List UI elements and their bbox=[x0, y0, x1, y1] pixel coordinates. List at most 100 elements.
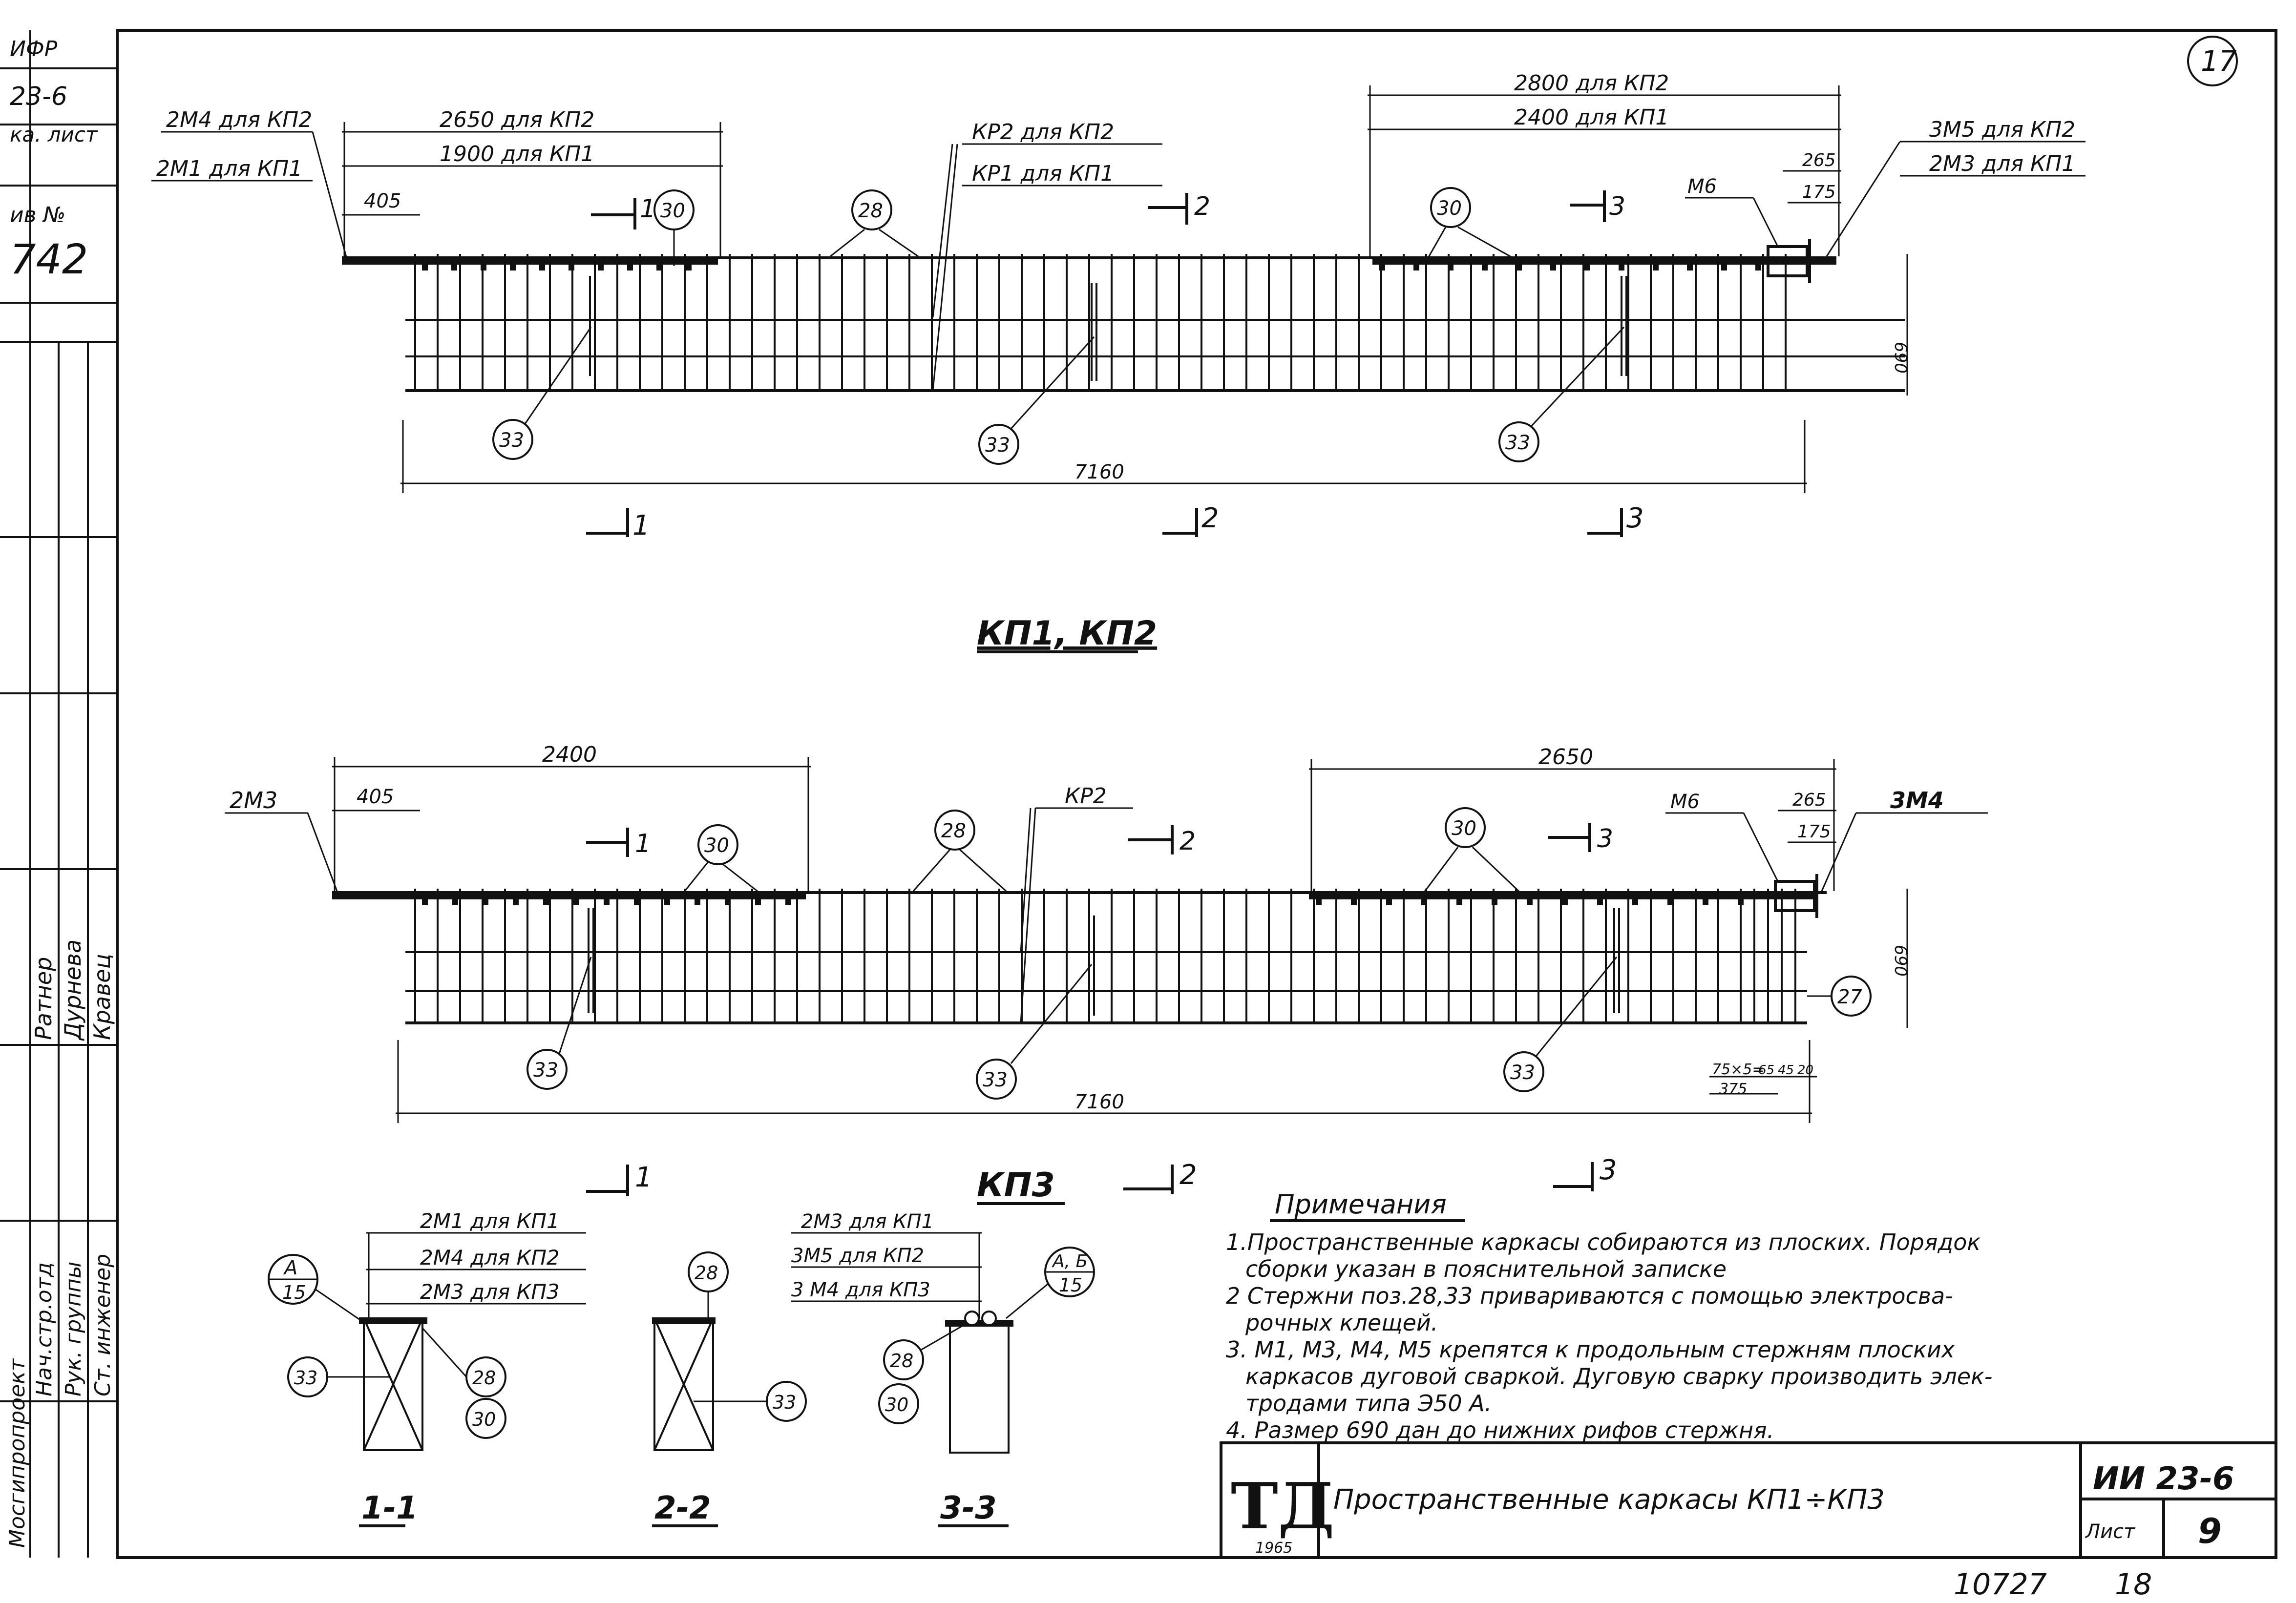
kp12-label-mid-b: КР1 для КП1 bbox=[972, 161, 1114, 186]
kp3-bubble-33-mid bbox=[976, 1059, 1017, 1100]
kp3-leader bbox=[558, 957, 592, 1054]
kp12-cut-2-top: 2 bbox=[1194, 192, 1210, 221]
stamp-cut-4: ив № bbox=[10, 203, 65, 228]
kp12-title: КП1, КП2 bbox=[977, 614, 1157, 653]
s22-bubble-33-text: 33 bbox=[773, 1392, 796, 1413]
kp12-leader bbox=[1752, 197, 1779, 247]
weld-tick bbox=[1687, 264, 1693, 271]
s33-rod-a bbox=[964, 1311, 980, 1326]
kp12-dim-right-a: 2800 для КП2 bbox=[1514, 71, 1669, 96]
kp3-leader bbox=[1535, 957, 1618, 1057]
s11-bubble-28-text: 28 bbox=[472, 1367, 496, 1389]
weld-tick bbox=[725, 898, 731, 905]
kp12-dim-right-b: 2400 для КП1 bbox=[1514, 105, 1669, 130]
kp3-label-m6: М6 bbox=[1670, 791, 1700, 813]
weld-tick bbox=[627, 264, 633, 271]
s33-leader bbox=[1006, 1283, 1048, 1319]
kp12-dim-left-b: 1900 для КП1 bbox=[440, 142, 594, 167]
stamp-vertical-text: Нач.стр.отд Рук. группы Ст. инженер Ратн… bbox=[5, 939, 115, 1548]
kp3-label-left: 2М3 bbox=[230, 787, 277, 813]
notes-line-3: 2 Стержни поз.28,33 привариваются с помо… bbox=[1226, 1283, 1953, 1309]
kp3-cut-1-top: 1 bbox=[635, 829, 651, 858]
stamp-role-3: Ст. инженер bbox=[90, 1254, 115, 1396]
kp3-leader bbox=[307, 812, 338, 892]
kp3-bubble-30-right bbox=[1445, 807, 1486, 848]
kp12-cut-2-bottom: 2 bbox=[1201, 502, 1219, 534]
kp3-label-right: 3М4 bbox=[1890, 787, 1944, 813]
kp12-dim-405: 405 bbox=[364, 190, 401, 212]
notes-line-2: сборки указан в пояснительной записке bbox=[1245, 1256, 1727, 1282]
s11-node-bottom: 15 bbox=[282, 1282, 306, 1303]
s33-title: 3-3 bbox=[940, 1490, 997, 1526]
kp3-dim-7160: 7160 bbox=[1074, 1091, 1124, 1113]
weld-tick bbox=[1619, 264, 1624, 271]
kp12-label-left-a: 2М4 для КП2 bbox=[166, 107, 312, 132]
weld-tick bbox=[1527, 898, 1533, 905]
stamp-cut-5: 742 bbox=[10, 235, 88, 283]
stamp-cut-1: ИФР bbox=[10, 37, 58, 62]
s33-label-2: 3М5 для КП2 bbox=[791, 1245, 924, 1267]
s11-label-3: 2М3 для КП3 bbox=[420, 1280, 560, 1304]
kp3-dim-spacing: 75×5= bbox=[1712, 1061, 1765, 1078]
notes-line-6: каркасов дуговой сваркой. Дуговую сварку… bbox=[1245, 1363, 1992, 1390]
kp3-bubble-27-text: 27 bbox=[1837, 986, 1862, 1008]
weld-tick bbox=[539, 264, 545, 271]
weld-tick bbox=[422, 264, 428, 271]
s33-node-top: А, Б bbox=[1052, 1251, 1088, 1271]
notes-block: Примечания 1.Пространственные каркасы со… bbox=[1226, 1189, 1992, 1443]
weld-tick bbox=[1738, 898, 1744, 905]
title-block-title: Пространственные каркасы КП1÷КП3 bbox=[1333, 1484, 1885, 1516]
kp3-m6-plate bbox=[1774, 880, 1816, 912]
s33-outline bbox=[949, 1320, 1010, 1454]
s33-leader bbox=[920, 1322, 968, 1351]
s33-bubble-30-text: 30 bbox=[885, 1394, 908, 1416]
kp12-m6-plate bbox=[1767, 245, 1809, 277]
s11-leader bbox=[421, 1327, 467, 1378]
weld-tick bbox=[1584, 264, 1590, 271]
weld-tick bbox=[1421, 898, 1427, 905]
weld-tick bbox=[422, 898, 428, 905]
weld-tick bbox=[452, 898, 458, 905]
kp3-dim-405: 405 bbox=[357, 786, 394, 808]
kp3-elevation: 2400 405 2650 265 175 690 7160 75×5= 65 … bbox=[225, 742, 1988, 1205]
kp3-dim-175: 175 bbox=[1797, 822, 1831, 842]
stamp-role-1: Нач.стр.отд bbox=[32, 1262, 57, 1396]
weld-tick bbox=[1456, 898, 1462, 905]
s33-rod-b bbox=[981, 1311, 997, 1326]
kp3-dim-2650: 2650 bbox=[1538, 745, 1593, 770]
kp3-section-markers-top: 1 2 3 bbox=[586, 823, 1613, 858]
weld-tick bbox=[1597, 898, 1603, 905]
sheet-frame bbox=[116, 29, 2277, 1559]
kp12-bubble-33-left-text: 33 bbox=[499, 429, 524, 452]
kp12-bubble-33-right bbox=[1498, 421, 1539, 462]
kp3-bubble-33-mid-text: 33 bbox=[983, 1069, 1008, 1091]
kp3-leader bbox=[1020, 808, 1032, 953]
weld-tick bbox=[1379, 264, 1385, 271]
stamp-name-2: Дурнева bbox=[60, 939, 86, 1041]
kp3-leader bbox=[722, 863, 767, 899]
section-3-3: 2М3 для КП1 3М5 для КП2 3 М4 для КП3 А, … bbox=[791, 1210, 1095, 1527]
kp3-bubble-33-left-text: 33 bbox=[533, 1059, 558, 1082]
kp3-cut-2-bottom: 2 bbox=[1180, 1159, 1197, 1191]
kp12-leader bbox=[1530, 326, 1625, 427]
weld-tick bbox=[755, 898, 761, 905]
kp3-leader bbox=[678, 861, 709, 899]
weld-tick bbox=[573, 898, 579, 905]
s33-node-bottom: 15 bbox=[1059, 1274, 1082, 1296]
kp12-bubble-28 bbox=[851, 189, 892, 230]
s11-leader bbox=[315, 1288, 362, 1322]
weld-tick bbox=[1516, 264, 1522, 271]
kp3-dim-2400: 2400 bbox=[542, 742, 597, 767]
weld-tick bbox=[785, 898, 791, 905]
s33-bubble-30 bbox=[878, 1383, 919, 1424]
title-block-sheet-no: 9 bbox=[2198, 1511, 2222, 1551]
s11-cross bbox=[363, 1318, 423, 1451]
weld-tick bbox=[1667, 898, 1673, 905]
weld-tick bbox=[1316, 898, 1322, 905]
kp12-bubble-30-left-text: 30 bbox=[660, 200, 685, 222]
weld-tick bbox=[513, 898, 519, 905]
kp12-elevation: 2650 для КП2 1900 для КП1 405 2800 для К… bbox=[151, 71, 2085, 653]
weld-tick bbox=[634, 898, 640, 905]
sheet-badge-circle bbox=[2187, 36, 2238, 86]
weld-tick bbox=[1653, 264, 1659, 271]
